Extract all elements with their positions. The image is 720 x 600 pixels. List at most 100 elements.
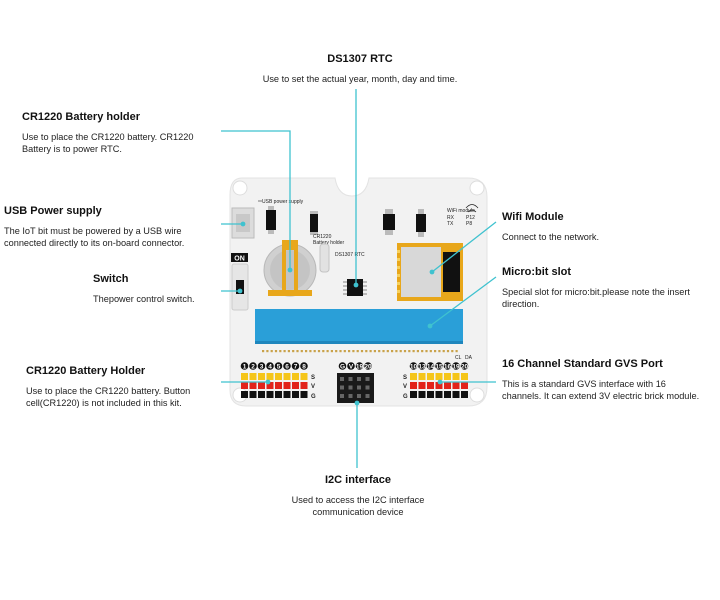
left-pin-v (241, 382, 248, 389)
row-label-s-left: S (311, 375, 315, 381)
usb-silk-label: USB power supply (262, 199, 304, 205)
row-label-g-right: G (403, 394, 408, 400)
right-pin-g (427, 391, 434, 398)
rx-label: RX (447, 215, 455, 221)
edge-pin (442, 350, 445, 353)
edge-pin (266, 350, 269, 353)
edge-pin (283, 350, 286, 353)
left-pin-badge (300, 362, 308, 370)
left-pin-s (292, 373, 299, 380)
left-pin-label: 6 (285, 363, 289, 370)
edge-pin (326, 350, 329, 353)
right-pin-badge (460, 362, 469, 370)
right-pin-label: 14 (427, 363, 435, 370)
callout-switch-title: Switch (93, 273, 129, 285)
row-label-s-right: S (403, 375, 407, 381)
component (266, 210, 276, 230)
da-label: DA (465, 355, 473, 361)
left-pin-badge (266, 362, 274, 370)
callout-battery-bottom-desc: Use to place the CR1220 battery. Button … (26, 386, 191, 408)
on-label: ON (234, 256, 245, 263)
callout-usb: USB Power supply The IoT bit must be pow… (4, 205, 226, 249)
edge-pin (373, 350, 376, 353)
callout-rtc: DS1307 RTC Use to set the actual year, m… (220, 53, 500, 85)
edge-pin (403, 350, 407, 353)
tx-label: TX (447, 221, 454, 227)
edge-pins (262, 350, 458, 353)
left-pin-v (275, 382, 282, 389)
callout-wifi-title: Wifi Module (502, 211, 564, 223)
right-pin-label: 20 (461, 363, 469, 370)
i2c-pin-label: G (340, 363, 345, 370)
right-pin-s (452, 373, 460, 380)
left-pin-g (292, 391, 299, 398)
battery-silk-label-1: CR1220 (313, 234, 332, 240)
edge-pin (399, 350, 402, 353)
edge-pin (352, 350, 355, 353)
right-pin-v (427, 382, 434, 389)
left-pin-label: 5 (277, 363, 281, 370)
right-pin-badge (452, 362, 460, 370)
callout-battery-bottom-title: CR1220 Battery Holder (26, 365, 146, 377)
left-pin-g (249, 391, 257, 398)
left-pin-g (275, 391, 282, 398)
callout-usb-desc: The IoT bit must be powered by a USB wir… (4, 226, 185, 248)
right-pin-v (444, 382, 451, 389)
left-pin-badge (240, 362, 249, 370)
i2c-socket-hole (340, 385, 344, 390)
callout-wifi: Wifi Module Connect to the network. (502, 211, 702, 243)
left-pin-label: 8 (302, 363, 306, 370)
p8-label: P8 (466, 221, 472, 227)
left-pin-s (241, 373, 248, 380)
i2c-pin-label: 20 (364, 363, 372, 370)
right-pin-badge (443, 362, 452, 370)
left-pin-s (283, 373, 291, 380)
callout-switch-desc: Thepower control switch. (93, 294, 195, 304)
callout-i2c-title: I2C interface (324, 474, 392, 486)
left-pin-g (283, 391, 291, 398)
left-pin-badge (274, 362, 283, 370)
edge-pin (438, 350, 441, 353)
on-label-bg (231, 253, 248, 262)
right-pin-label: 15 (435, 363, 443, 370)
edge-pin (287, 350, 290, 353)
edge-pin (429, 350, 432, 353)
i2c-pin-badge (347, 362, 355, 370)
edge-pin (317, 350, 321, 353)
left-pin-v (249, 382, 257, 389)
left-pin-label: 2 (251, 363, 255, 370)
p12-label: P12 (466, 215, 475, 221)
wifi-silk-label: WiFi module (447, 208, 475, 214)
edge-pin (434, 350, 437, 353)
edge-pin (455, 350, 458, 353)
i2c-socket-hole (348, 385, 353, 390)
edge-pin (391, 350, 394, 353)
edge-pin (309, 350, 312, 353)
edge-pin (395, 350, 398, 353)
component (383, 214, 395, 230)
mount-hole (469, 387, 485, 403)
rtc-chip (347, 279, 363, 296)
edge-pin (270, 350, 273, 353)
component (416, 214, 426, 232)
callout-rtc-title: DS1307 RTC (327, 53, 393, 65)
callout-battery-bottom: CR1220 Battery Holder Use to place the C… (26, 365, 218, 409)
edge-pin (425, 350, 428, 353)
right-pin-label: 13 (418, 363, 426, 370)
right-pin-s (461, 373, 468, 380)
i2c-socket-hole (357, 394, 361, 398)
callout-i2c: I2C interface Used to access the I2C int… (262, 474, 454, 518)
callout-usb-title: USB Power supply (4, 205, 102, 217)
battery-silk-label-2: Battery holder (313, 240, 344, 246)
leader-wifi (431, 221, 497, 273)
left-pin-badge (257, 362, 266, 370)
callout-gvs-title: 16 Channel Standard GVS Port (502, 358, 663, 370)
edge-pin (313, 350, 316, 353)
edge-pin (416, 350, 419, 353)
edge-pin (292, 350, 295, 353)
i2c-socket-hole (365, 394, 370, 398)
left-pin-g (241, 391, 248, 398)
right-pin-label: 19 (452, 363, 460, 370)
callout-i2c-desc: Used to access the I2C interface communi… (291, 495, 425, 517)
